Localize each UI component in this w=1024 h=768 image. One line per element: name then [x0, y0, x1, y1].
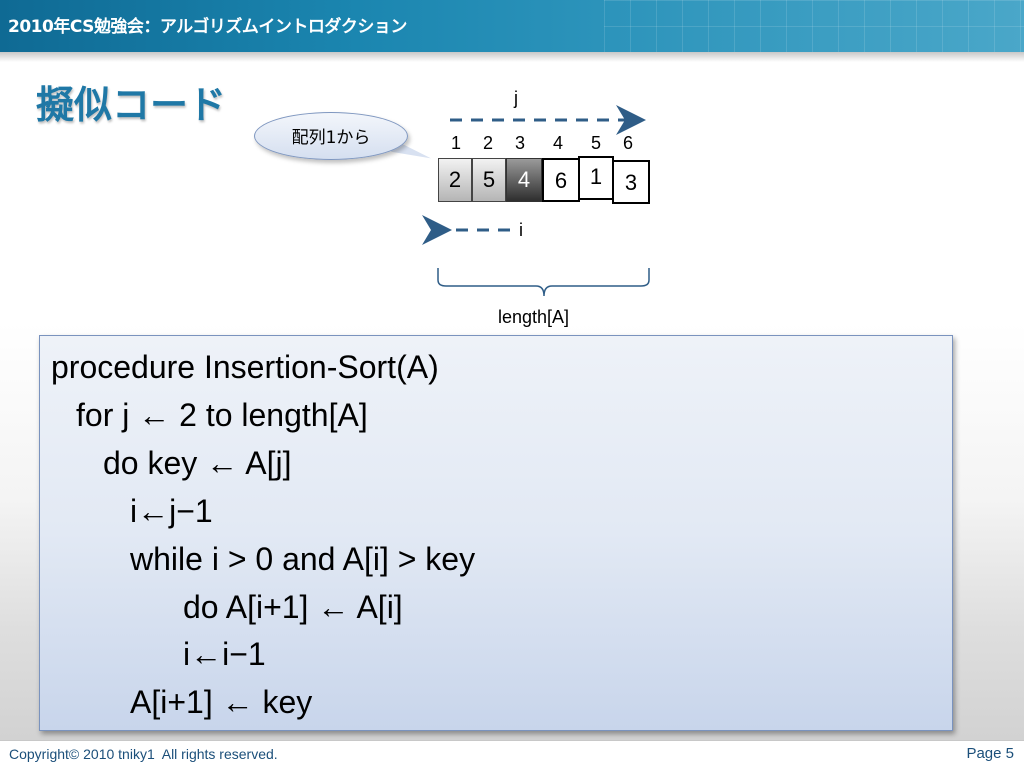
code-line: do key ← A[j]: [103, 445, 292, 481]
footer-bar: Copyright© 2010 tniky1 All rights reserv…: [0, 740, 1024, 768]
code-line: while i > 0 and A[i] > key: [130, 541, 476, 577]
array-cell-value: 1: [589, 164, 603, 189]
index-label: 4: [552, 133, 563, 153]
array-cell: 6: [542, 158, 580, 202]
array-cell-value: 6: [554, 168, 568, 193]
page-number: Page 5: [966, 745, 1014, 762]
pseudocode-box: procedure Insertion-Sort(A) for j ← 2 to…: [39, 335, 953, 731]
array-cell-value: 2: [448, 167, 462, 192]
code-line: procedure Insertion-Sort(A): [51, 349, 439, 385]
header-bar: 2010年CS勉強会：アルゴリズムイントロダクション: [0, 0, 1024, 52]
array-cell: 3: [612, 160, 650, 204]
code-line: for j ← 2 to length[A]: [76, 397, 368, 433]
index-label: 1: [450, 133, 461, 153]
callout-text: 配列1から: [291, 128, 371, 148]
length-brace: [437, 268, 650, 297]
array-cell: 2: [438, 158, 472, 202]
array-diagram-arrows: [422, 105, 650, 297]
array-cell-value: 3: [624, 170, 638, 195]
callout-bubble: 配列1から: [254, 112, 408, 160]
header-title: 2010年CS勉強会：アルゴリズムイントロダクション: [8, 17, 407, 37]
index-label: 3: [514, 133, 525, 153]
code-line: do A[i+1] ← A[i]: [183, 589, 403, 625]
array-cell-key: 4: [506, 158, 542, 202]
slide-title: 擬似コード: [36, 83, 227, 127]
code-line: A[i+1] ← key: [130, 684, 313, 720]
j-label: j: [514, 88, 518, 108]
code-line: i←j−1: [130, 493, 213, 529]
copyright-text: Copyright© 2010 tniky1 All rights reserv…: [9, 746, 278, 762]
index-label: 5: [590, 133, 601, 153]
length-label: length[A]: [498, 307, 570, 327]
i-label: i: [519, 220, 523, 240]
header-shadow: [0, 52, 1024, 62]
index-label: 2: [482, 133, 493, 153]
index-label: 6: [622, 133, 633, 153]
array-cell: 1: [578, 156, 614, 200]
code-line: i←i−1: [183, 636, 266, 672]
array-cell-value: 4: [517, 167, 531, 192]
header-grid-decoration: [604, 0, 1024, 52]
array-cell: 5: [472, 158, 506, 202]
array-cell-value: 5: [482, 167, 496, 192]
